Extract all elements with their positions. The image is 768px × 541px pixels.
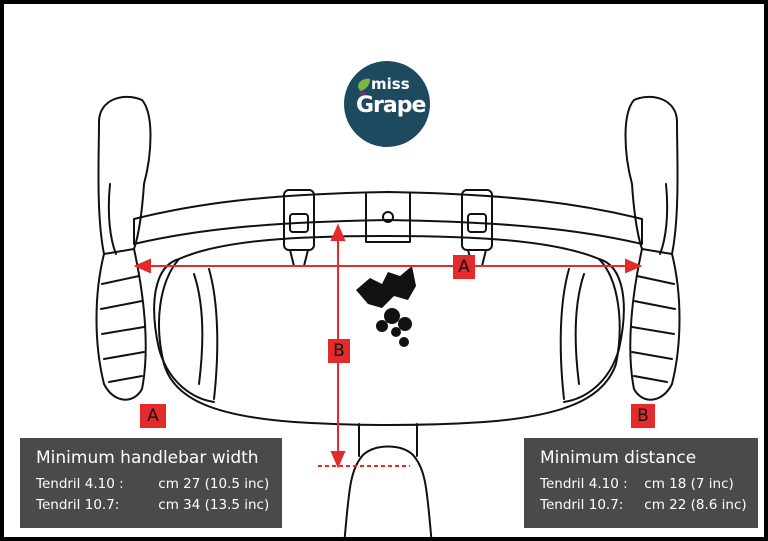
spec-row: Tendril 4.10 : cm 27 (10.5 inc)	[36, 474, 270, 495]
handlebar-width-box: Minimum handlebar width Tendril 4.10 : c…	[20, 438, 282, 528]
miss-grape-logo: miss Grape	[344, 61, 430, 147]
left-strap-clamp	[283, 189, 315, 251]
handlebar-bag-drawing	[95, 95, 681, 537]
bag-right-end	[563, 258, 625, 403]
handlebar-bag	[158, 235, 621, 426]
grape-emblem	[356, 266, 416, 347]
right-brake-hood	[624, 95, 679, 255]
model-name: Tendril 4.10 :	[540, 476, 628, 492]
spec-row: Tendril 4.10 : cm 18 (7 inc)	[540, 474, 744, 495]
spec-value: cm 18 (7 inc)	[644, 476, 734, 492]
logo-text-miss: miss	[371, 75, 410, 93]
label-a-legend: A	[140, 404, 166, 428]
measurement-arrows	[133, 223, 643, 469]
leaf-icon	[358, 78, 370, 97]
model-name: Tendril 10.7:	[36, 497, 120, 513]
label-b-legend: B	[631, 404, 655, 428]
model-name: Tendril 4.10 :	[36, 476, 124, 492]
head-tube	[343, 445, 433, 537]
spec-value: cm 22 (8.6 inc)	[644, 497, 747, 513]
minimum-distance-box: Minimum distance Tendril 4.10 : cm 18 (7…	[524, 438, 758, 528]
logo-text-grape: Grape	[356, 93, 426, 118]
box-heading: Minimum handlebar width	[36, 448, 259, 468]
spec-row: Tendril 10.7: cm 34 (13.5 inc)	[36, 495, 270, 516]
right-strap-clamp	[461, 189, 493, 251]
label-a-arrow: A	[453, 255, 475, 279]
spec-value: cm 34 (13.5 inc)	[158, 497, 270, 513]
bag-left-end	[153, 258, 215, 403]
spec-value: cm 27 (10.5 inc)	[158, 476, 270, 492]
stem-clamp	[365, 193, 411, 243]
model-name: Tendril 10.7:	[540, 497, 624, 513]
box-heading: Minimum distance	[540, 448, 697, 468]
spec-row: Tendril 10.7: cm 22 (8.6 inc)	[540, 495, 747, 516]
left-drop	[95, 248, 147, 401]
label-b-arrow: B	[328, 339, 350, 363]
left-brake-hood	[97, 95, 152, 255]
right-drop	[629, 248, 681, 401]
handlebar-tube	[133, 191, 643, 245]
